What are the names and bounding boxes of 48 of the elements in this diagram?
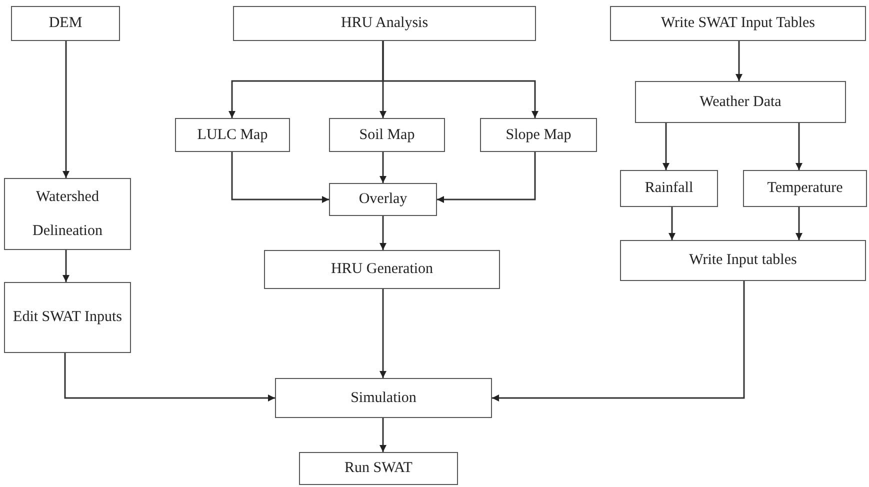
process-box — [299, 452, 458, 485]
process-box — [480, 118, 597, 152]
process-box — [635, 81, 846, 123]
arrow — [380, 289, 386, 378]
process-box — [233, 6, 536, 41]
arrow — [736, 41, 742, 81]
process-box — [610, 6, 866, 41]
arrow — [668, 207, 676, 240]
box-label: Rainfall — [644, 179, 694, 198]
arrow — [62, 250, 70, 282]
arrow — [380, 216, 386, 250]
arrow — [380, 152, 386, 183]
box-label: Watershed Delineation — [32, 188, 104, 241]
process-box — [620, 240, 866, 281]
box-label: LULC Map — [197, 126, 268, 145]
process-box — [4, 282, 131, 353]
box-label: Temperature — [767, 179, 843, 198]
box-label: HRU Analysis — [340, 14, 428, 34]
box-label: Slope Map — [506, 126, 572, 145]
arrow — [380, 418, 386, 452]
box-label: Overlay — [358, 190, 408, 210]
process-box — [743, 170, 867, 207]
process-box — [329, 183, 437, 216]
process-box — [175, 118, 290, 152]
arrow — [64, 353, 275, 402]
arrow — [796, 123, 802, 170]
process-box — [11, 6, 120, 41]
process-box — [264, 250, 500, 289]
arrow — [231, 152, 329, 203]
box-label: Edit SWAT Inputs — [13, 308, 122, 328]
arrow — [437, 152, 536, 203]
process-box — [620, 170, 718, 207]
box-label: Simulation — [350, 388, 416, 408]
box-label: Write Input tables — [689, 251, 797, 270]
arrow — [382, 41, 538, 118]
box-label: Run SWAT — [344, 459, 412, 478]
process-box — [275, 378, 492, 418]
box-label: Write SWAT Input Tables — [660, 14, 816, 34]
box-label: DEM — [48, 14, 82, 34]
arrow — [492, 281, 745, 402]
arrow — [796, 207, 802, 240]
box-label: HRU Generation — [330, 260, 434, 280]
arrow — [662, 123, 670, 170]
box-label: Weather Data — [700, 92, 782, 112]
arrow — [62, 41, 70, 178]
process-box — [4, 178, 131, 250]
process-box — [329, 118, 445, 152]
box-label: Soil Map — [359, 126, 415, 145]
